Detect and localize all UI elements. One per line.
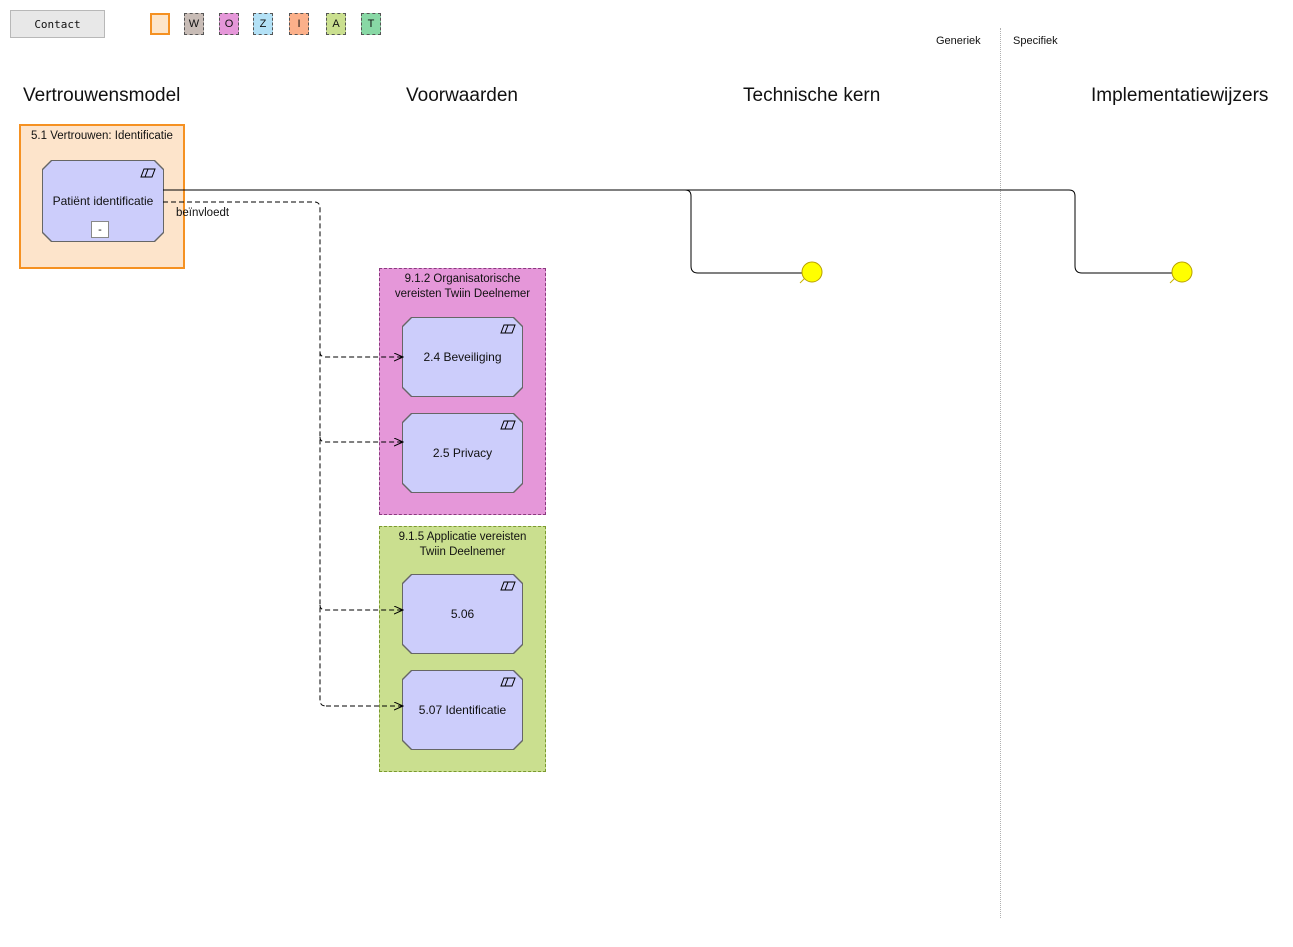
- requirement-type-icon: [500, 677, 516, 687]
- legend-filter-o[interactable]: O: [219, 13, 239, 35]
- relation-label-influences: beïnvloedt: [176, 207, 230, 219]
- group-title: 5.1 Vertrouwen: Identificatie: [31, 130, 173, 142]
- requirement-label: 5.06: [450, 607, 475, 621]
- influence-relation-security: [319, 351, 403, 357]
- group-title: 9.1.2 Organisatorische vereisten Twiin D…: [394, 273, 531, 300]
- region-divider: [1000, 28, 1001, 918]
- requirement-type-icon: [500, 324, 516, 334]
- column-header-implementation-guides: Implementatiewijzers: [1091, 85, 1269, 106]
- collapse-button[interactable]: -: [91, 221, 109, 238]
- legend-filter-z[interactable]: Z: [253, 13, 273, 35]
- legend-filter-w[interactable]: W: [184, 13, 204, 35]
- influence-relation-trunk: [163, 201, 327, 707]
- requirement-label: 2.5 Privacy: [432, 446, 493, 460]
- requirement-label: 2.4 Beveiliging: [423, 350, 502, 364]
- requirement-type-icon: [140, 168, 156, 178]
- legend-filter-i[interactable]: I: [289, 13, 309, 35]
- marker-technical-core: [801, 261, 823, 283]
- legend-filter-a[interactable]: A: [326, 13, 346, 35]
- influence-relation-5-06: [319, 604, 403, 610]
- region-label-specific: Specifiek: [1013, 35, 1058, 47]
- requirement-label: Patiënt identificatie: [52, 194, 154, 208]
- group-title: 9.1.5 Applicatie vereisten Twiin Deelnem…: [398, 531, 527, 558]
- legend-filter-t[interactable]: T: [361, 13, 381, 35]
- legend-filter-empty[interactable]: [150, 13, 170, 35]
- influence-relation-privacy: [319, 436, 403, 442]
- column-header-conditions: Voorwaarden: [406, 85, 518, 106]
- column-header-technical-core: Technische kern: [743, 85, 881, 106]
- requirement-type-icon: [500, 420, 516, 430]
- requirement-type-icon: [500, 581, 516, 591]
- marker-implementation: [1171, 261, 1193, 283]
- column-header-trust-model: Vertrouwensmodel: [23, 85, 181, 106]
- connector-to-implementation: [685, 189, 1172, 274]
- contact-button[interactable]: Contact: [10, 10, 105, 38]
- region-label-generic: Generiek: [936, 35, 981, 47]
- requirement-label: 5.07 Identificatie: [418, 703, 507, 717]
